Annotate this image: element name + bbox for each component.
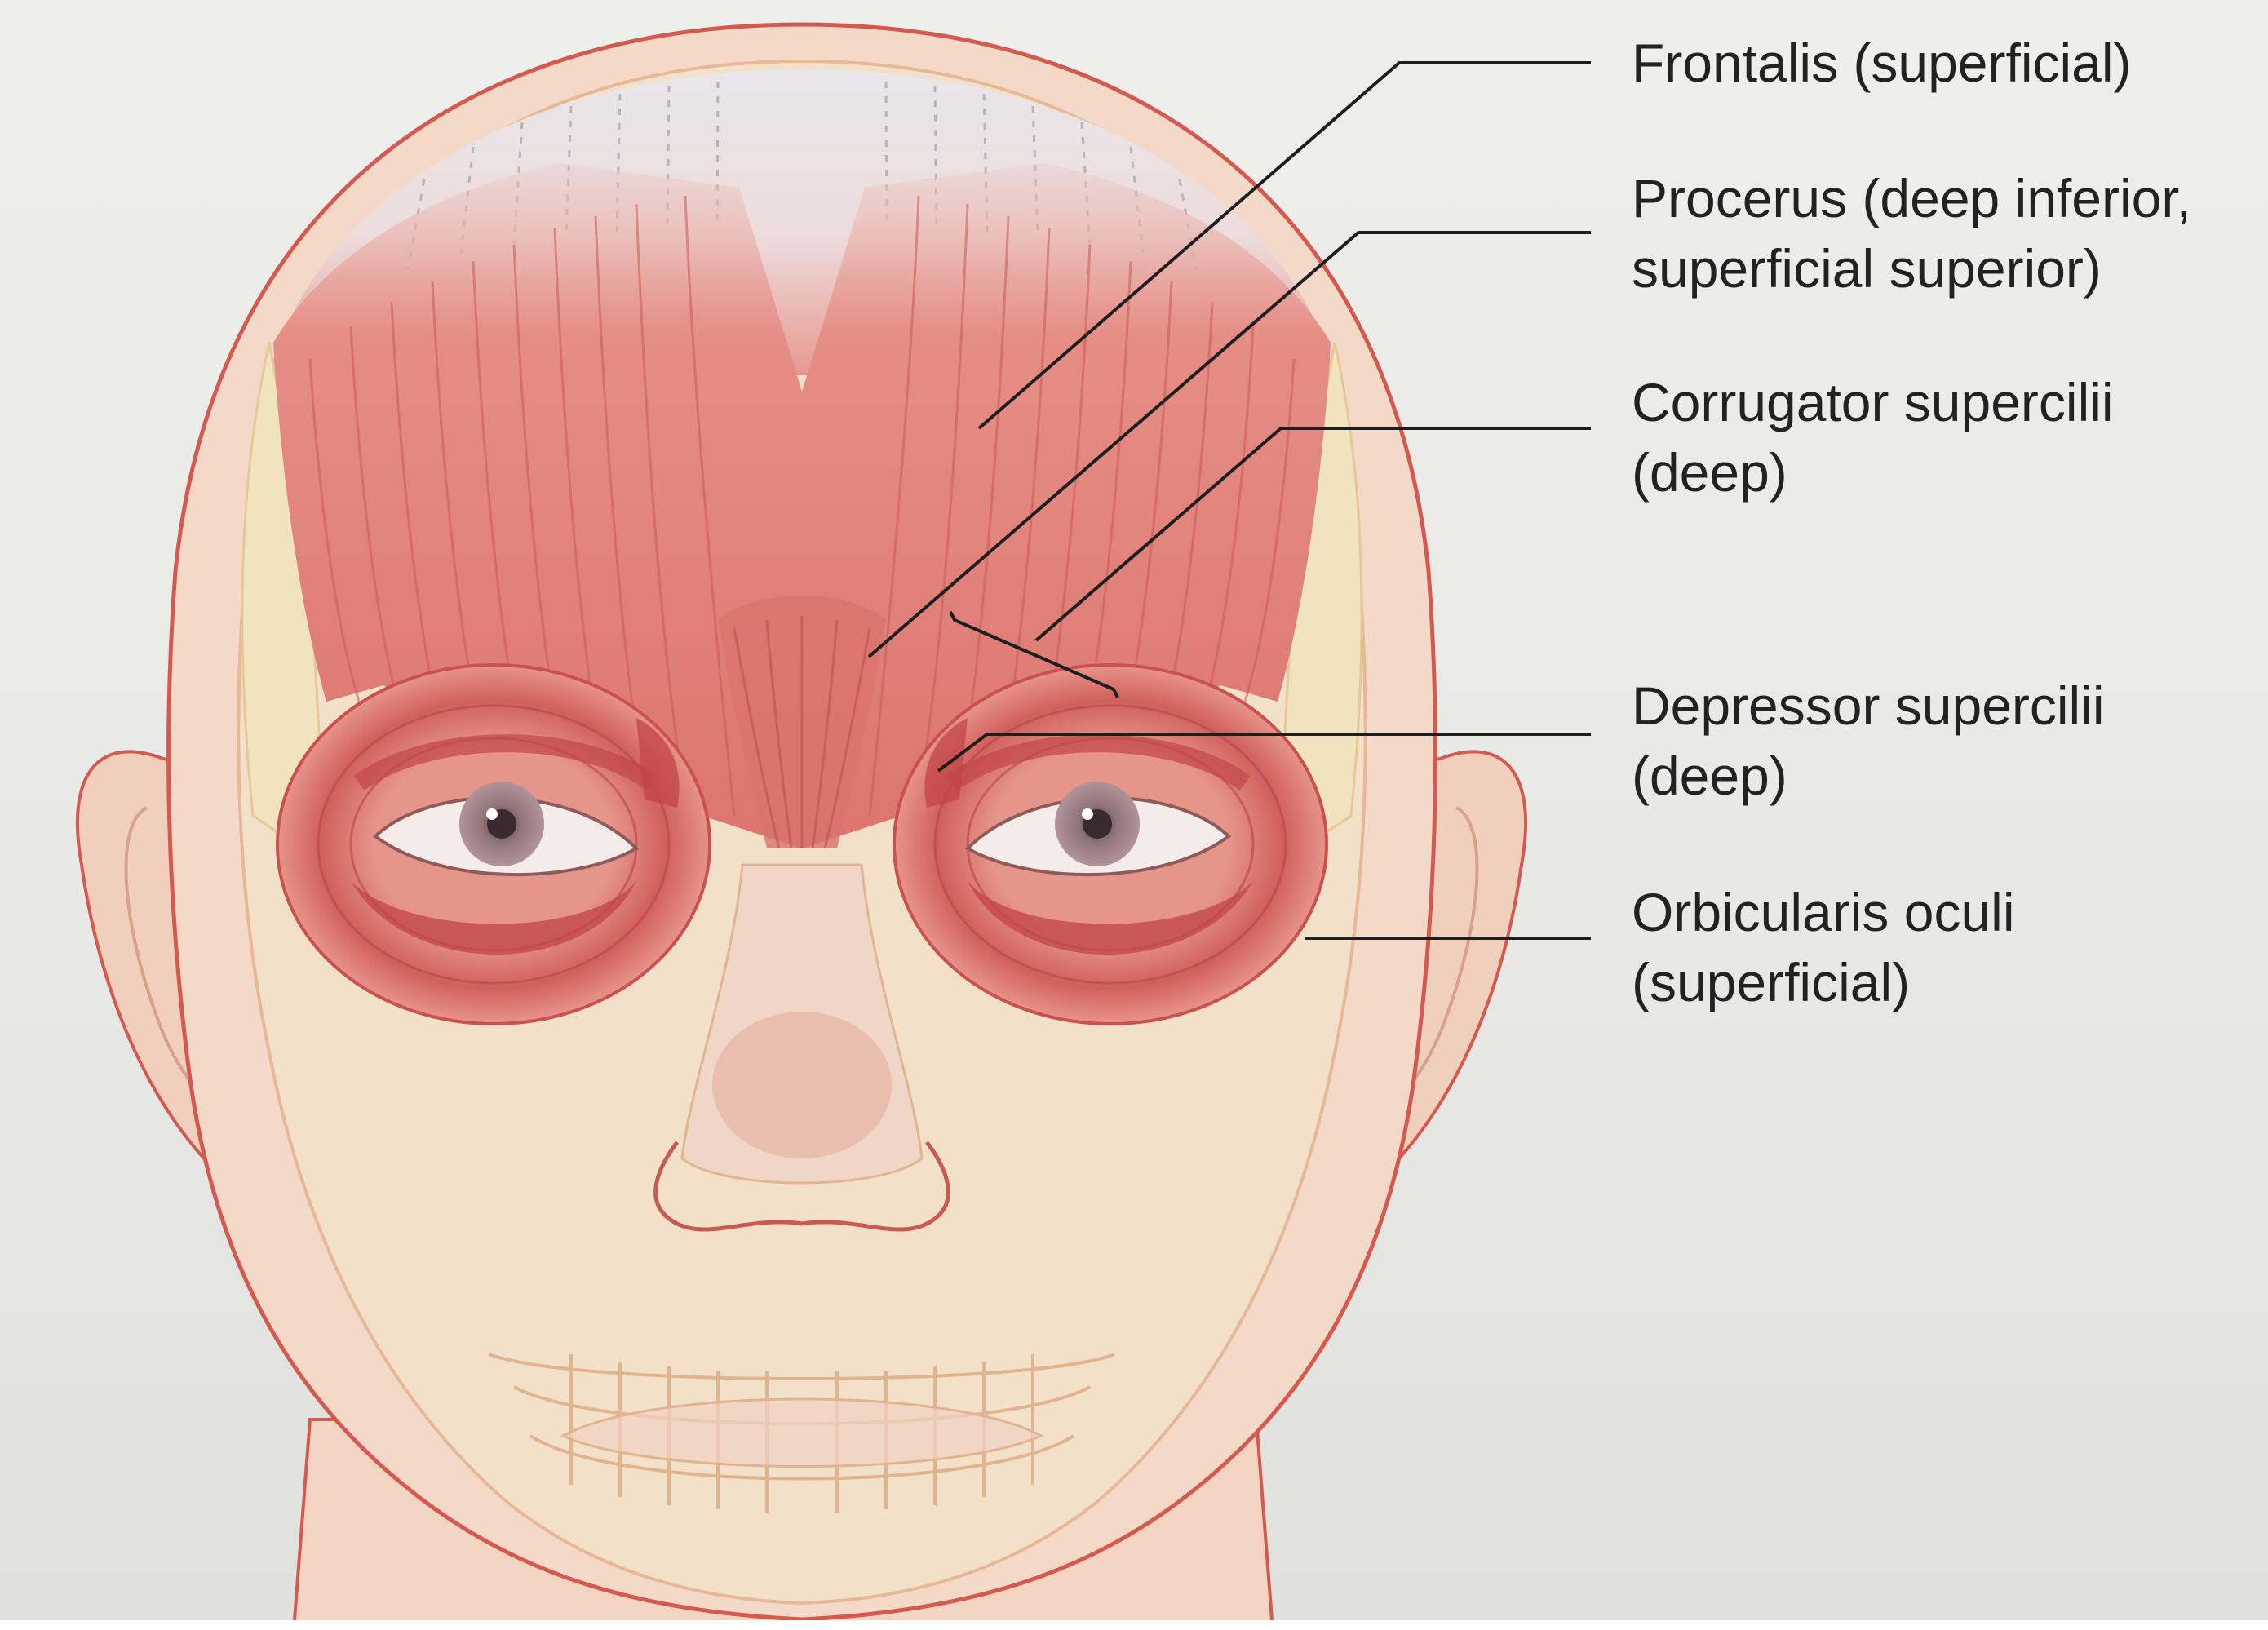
label-procerus-line-2: superficial superior) (1632, 233, 2191, 303)
label-orbicularis-line-1: Orbicularis oculi (1632, 877, 2014, 947)
label-depressor-line-1: Depressor supercilii (1632, 671, 2105, 741)
label-depressor-line-2: (deep) (1632, 741, 2105, 811)
label-corrugator-line-1: Corrugator supercilii (1632, 367, 2114, 437)
label-corrugator: Corrugator supercilii (deep) (1632, 367, 2114, 507)
label-procerus: Procerus (deep inferior, superficial sup… (1632, 163, 2191, 303)
label-orbicularis-line-2: (superficial) (1632, 947, 2014, 1017)
label-orbicularis: Orbicularis oculi (superficial) (1632, 877, 2014, 1017)
nose-tip-shade (712, 1012, 892, 1158)
label-procerus-line-1: Procerus (deep inferior, (1632, 163, 2191, 233)
label-depressor: Depressor supercilii (deep) (1632, 671, 2105, 811)
label-frontalis: Frontalis (superficial) (1632, 28, 2132, 98)
label-frontalis-line-1: Frontalis (superficial) (1632, 28, 2132, 98)
label-corrugator-line-2: (deep) (1632, 437, 2114, 507)
bottom-strip (0, 1620, 2268, 1630)
